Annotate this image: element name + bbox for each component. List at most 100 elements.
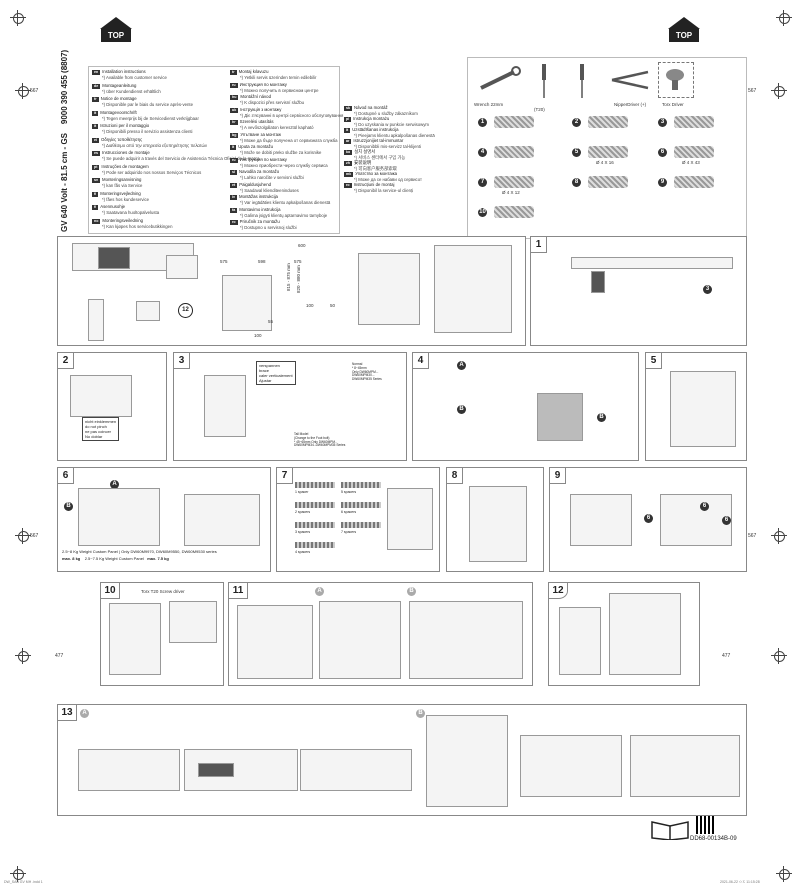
dishwasher-front-sketch	[166, 255, 198, 279]
dishwasher-slot-sketch	[98, 247, 130, 269]
language-code: ar	[344, 139, 352, 144]
tool-label: Wrench 22mm	[474, 102, 504, 107]
language-note: *) Διαθέσιμο από την υπηρεσία εξυπηρέτησ…	[102, 142, 208, 148]
language-code: ru	[230, 157, 238, 163]
language-title: Инструкция по монтажу	[239, 81, 287, 87]
dimension-label: 815 - 875 mm	[286, 263, 291, 291]
language-note: *) Disponible par le biais du service ap…	[102, 102, 193, 107]
language-code: sl	[230, 170, 237, 175]
part-icon	[494, 176, 534, 188]
print-meta: 2021-06-22 ㅇㅈ 11:15:28	[720, 880, 760, 884]
step-10-panel: 10 Torx T20 Screw driver	[100, 582, 224, 686]
spacer-stack	[341, 502, 381, 508]
step-number: 5	[646, 353, 662, 369]
language-title: Notice de montage	[100, 96, 137, 101]
language-code: fi	[92, 191, 99, 197]
spacer-stack	[295, 542, 335, 548]
language-note: *) Do uzyskania w punkcie serwisowym	[354, 122, 429, 127]
language-code: hu	[230, 95, 239, 100]
step-number: 7	[277, 468, 293, 484]
kickplate-install-sketch	[630, 735, 740, 797]
language-title: Упътване за монтаж	[240, 131, 281, 137]
language-note: *) Se puede adquirir a través del Servic…	[102, 156, 260, 161]
language-title: Інструкція з монтажу	[240, 106, 282, 112]
hinge-detail-sketch	[358, 253, 420, 325]
language-note: *) Available from customer service	[102, 75, 167, 80]
sub-step-B: B	[457, 405, 466, 414]
mounting-frame-sketch	[660, 494, 732, 546]
part-badge: 6	[722, 516, 731, 525]
dimension-label: 50	[330, 303, 336, 308]
language-title: Инструкция по монтажу	[239, 156, 287, 162]
step-2-panel: 2 nicht einklemmen do not pinch ne pas c…	[57, 352, 167, 461]
language-code: zh	[344, 161, 352, 166]
language-code: es	[92, 151, 100, 156]
sub-step-A: A	[315, 587, 324, 596]
language-code: en	[92, 70, 101, 75]
tool-label: Torx Driver	[662, 102, 684, 107]
language-code: uk	[230, 107, 239, 113]
plinth-panel-sketch	[198, 763, 234, 777]
language-code: lt	[230, 145, 237, 150]
language-note: *) Pode ser adquirido nos nossos Serviço…	[102, 169, 202, 175]
part-number-badge: 8	[572, 178, 581, 187]
parts-box: Wrench 22mm (T20) NipperDriver (+) Torx …	[467, 57, 747, 239]
language-note: *) Lahko naročite v servisni službi	[240, 175, 304, 180]
hand-tool-sketch	[136, 301, 160, 321]
dimension-label: 600	[298, 243, 306, 248]
dishwasher-back-sketch	[434, 245, 512, 333]
part-icon	[674, 116, 714, 128]
language-title: Instrucțiuni de montaj	[353, 182, 395, 187]
language-note: *) Saadaval klienditeeninduses	[240, 187, 299, 193]
part-label: Ø 4 X 12	[502, 190, 520, 195]
top-label: TOP	[101, 29, 131, 42]
side-number: 567	[748, 88, 757, 94]
language-code: de	[92, 83, 101, 89]
dishwasher-hose-sketch	[70, 375, 132, 417]
language-title: Instruções de montagem	[101, 163, 149, 169]
step-6-panel: 6 A B 2.5~8 Kg Weight Custom Panel | Onl…	[57, 467, 271, 572]
language-note: *) Dostupno u servisnoj službi	[240, 225, 297, 230]
language-title: Szerelési utasítás	[239, 119, 274, 124]
language-title: Uputa za montažu	[238, 144, 274, 149]
language-title: Paigaldusjuhend	[239, 181, 271, 187]
registration-mark	[15, 648, 31, 664]
step-ref-badge: 12	[178, 303, 193, 318]
pliers-icon	[611, 70, 649, 90]
part-icon	[588, 176, 628, 188]
language-note: *) Діє з'ясуванні в центрі сервісного об…	[240, 112, 344, 118]
part-badge: 6	[644, 514, 653, 523]
language-note: *) Disponibili presso il servizio assist…	[102, 129, 193, 134]
kickplate-sketch	[520, 735, 622, 797]
drain-hose-sketch	[609, 593, 681, 675]
screwdriver-icon	[580, 64, 584, 98]
hand-sketch	[591, 271, 605, 293]
part-icon	[588, 116, 628, 128]
mounting-frame-sketch	[570, 494, 632, 546]
step-number: 2	[58, 353, 74, 369]
language-title: 설치 설명서	[354, 149, 376, 154]
language-note: *) 서비스 센터에서 구입 가능	[354, 155, 406, 160]
language-list	[88, 66, 340, 234]
bracket-install-sketch	[237, 605, 313, 679]
language-title: Monteringsvejledning	[100, 190, 141, 196]
step-number: 11	[229, 583, 248, 599]
registration-mark	[776, 866, 792, 882]
spacer-mount-sketch	[387, 488, 433, 550]
part-icon	[674, 176, 714, 188]
bracket-sketch	[88, 299, 104, 341]
language-code: ru	[230, 82, 238, 88]
